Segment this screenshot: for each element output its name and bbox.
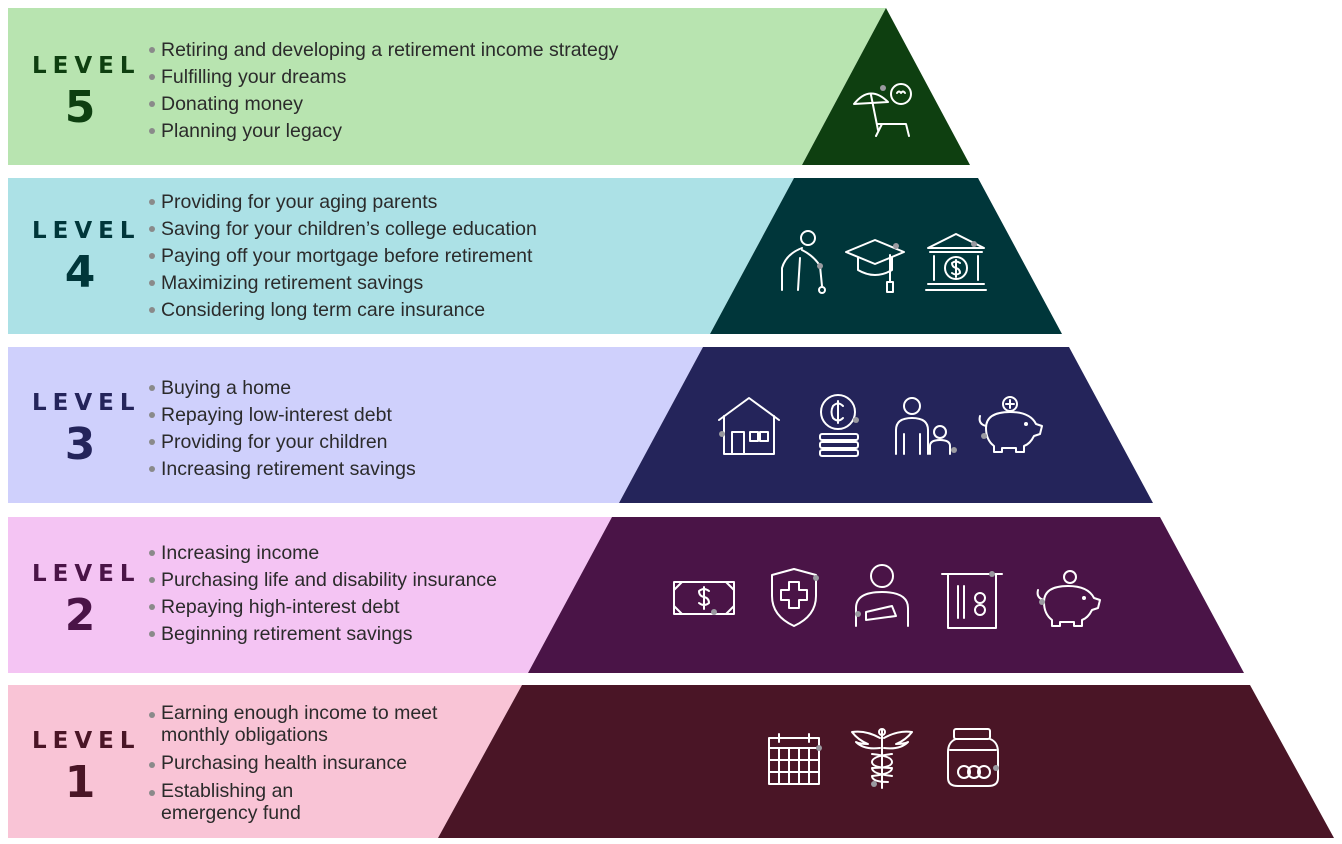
list-item: Increasing retirement savings bbox=[148, 456, 416, 483]
level-2-number: 2 bbox=[64, 590, 96, 641]
piggy-bank-icon bbox=[972, 394, 1046, 454]
level-5-number: 5 bbox=[64, 82, 96, 133]
level-4-label: LEVEL bbox=[32, 218, 141, 244]
list-item: Purchasing health insurance bbox=[148, 752, 478, 774]
level-1-number: 1 bbox=[64, 757, 96, 808]
medical-shield-icon bbox=[768, 566, 820, 628]
level-4-number: 4 bbox=[64, 247, 96, 298]
level-1-trapezoid bbox=[438, 685, 1334, 838]
level-1-band bbox=[8, 685, 522, 838]
atm-card-icon bbox=[940, 568, 1004, 630]
coin-stack-icon bbox=[812, 392, 864, 458]
list-item: Saving for your children’s college educa… bbox=[148, 216, 537, 243]
list-item: Planning your legacy bbox=[148, 118, 618, 145]
level-5-list: Retiring and developing a retirement inc… bbox=[148, 37, 618, 145]
dollar-bill-icon bbox=[672, 578, 736, 618]
bank-dollar-icon bbox=[924, 230, 988, 294]
level-3-band bbox=[8, 347, 703, 503]
injured-person-icon bbox=[852, 562, 912, 628]
list-item: Considering long term care insurance bbox=[148, 297, 537, 324]
level-3-label: LEVEL bbox=[32, 390, 141, 416]
list-item: Repaying high-interest debt bbox=[148, 594, 497, 621]
list-item: Providing for your aging parents bbox=[148, 189, 537, 216]
list-item: Purchasing life and disability insurance bbox=[148, 567, 497, 594]
level-2-label: LEVEL bbox=[32, 561, 141, 587]
list-item: Paying off your mortgage before retireme… bbox=[148, 243, 537, 270]
level-2-list: Increasing income Purchasing life and di… bbox=[148, 540, 497, 648]
caduceus-icon bbox=[850, 726, 914, 790]
elderly-person-cane-icon bbox=[774, 228, 832, 298]
list-item: Repaying low-interest debt bbox=[148, 402, 416, 429]
level-5-label: LEVEL bbox=[32, 53, 141, 79]
level-2-trapezoid bbox=[528, 517, 1244, 673]
list-item: Maximizing retirement savings bbox=[148, 270, 537, 297]
level-1-label: LEVEL bbox=[32, 728, 141, 754]
level-4-trapezoid bbox=[710, 178, 1062, 334]
level-4-band bbox=[8, 178, 794, 334]
list-item: Beginning retirement savings bbox=[148, 621, 497, 648]
parent-child-icon bbox=[888, 394, 960, 456]
level-5-triangle bbox=[802, 8, 970, 165]
graduation-cap-icon bbox=[842, 230, 908, 296]
list-item: Fulfilling your dreams bbox=[148, 64, 618, 91]
list-item: Earning enough income to meet monthly ob… bbox=[148, 702, 478, 746]
level-1-list: Earning enough income to meet monthly ob… bbox=[148, 702, 478, 830]
coin-jar-icon bbox=[944, 726, 1002, 788]
calendar-icon bbox=[766, 732, 824, 788]
list-item: Buying a home bbox=[148, 375, 416, 402]
level-3-number: 3 bbox=[64, 419, 96, 470]
level-3-trapezoid bbox=[619, 347, 1153, 503]
piggy-bank-icon bbox=[1030, 568, 1104, 628]
level-2-band bbox=[8, 517, 612, 673]
list-item: Donating money bbox=[148, 91, 618, 118]
list-item: Establishing an emergency fund bbox=[148, 780, 329, 824]
level-3-list: Buying a home Repaying low-interest debt… bbox=[148, 375, 416, 483]
beach-umbrella-lounger-icon bbox=[848, 78, 914, 140]
list-item: Retiring and developing a retirement inc… bbox=[148, 37, 618, 64]
list-item: Increasing income bbox=[148, 540, 497, 567]
level-5-band bbox=[8, 8, 886, 165]
level-4-list: Providing for your aging parents Saving … bbox=[148, 189, 537, 324]
list-item: Providing for your children bbox=[148, 429, 416, 456]
house-icon bbox=[716, 394, 782, 456]
